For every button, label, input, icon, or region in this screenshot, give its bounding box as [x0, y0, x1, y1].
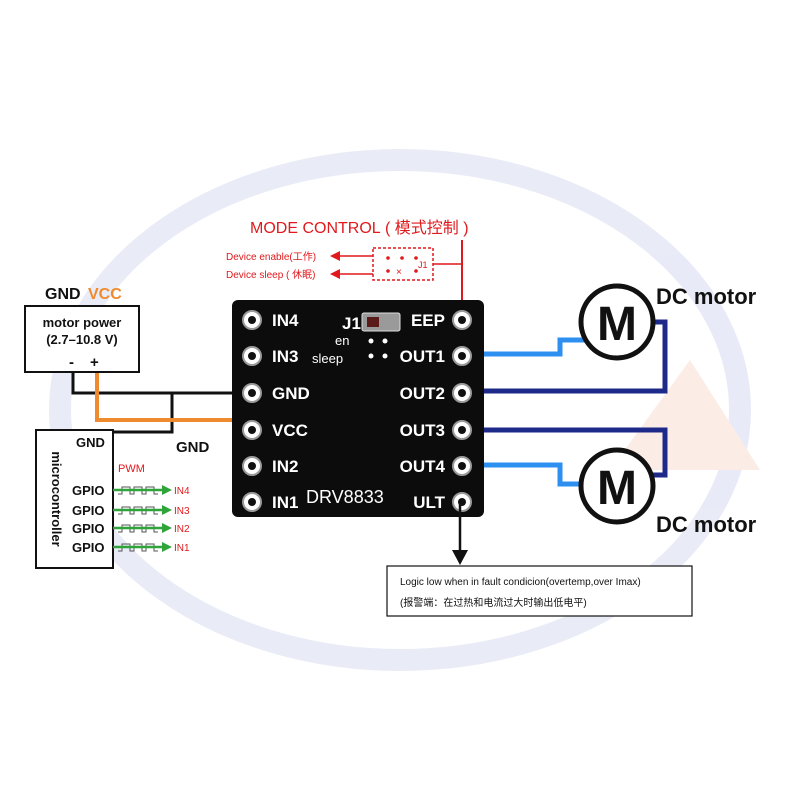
right-pin-out1-label: OUT1 [400, 347, 445, 366]
motor-1: M DC motor [578, 283, 757, 361]
mode-control: MODE CONTROL ( 模式控制 ) × J1 Device enable… [226, 219, 469, 312]
motor-power: GND VCC motor power (2.7–10.8 V) - + [24, 286, 140, 373]
signal-arrow-head [162, 523, 172, 533]
motor-power-box [24, 305, 140, 373]
board-name: DRV8833 [306, 487, 384, 507]
gpio-label: GPIO [72, 503, 105, 518]
gpio-label: GPIO [72, 483, 105, 498]
right-pin-out3-label: OUT3 [400, 421, 445, 440]
right-pin-eep-center [458, 316, 466, 324]
left-pin-vcc-center [248, 426, 256, 434]
fault-note-line2: (报警端：在过热和电流过大时输出低电平) [400, 596, 587, 609]
microcontroller-box [35, 429, 114, 569]
left-pin-gnd-center [248, 389, 256, 397]
pwm-waveform [118, 524, 158, 533]
right-pin-out4-label: OUT4 [400, 457, 446, 476]
motor-1-label: DC motor [656, 284, 757, 309]
gpio-label: GPIO [72, 521, 105, 536]
fault-note: Logic low when in fault condicion(overte… [386, 565, 693, 617]
pwm-label: PWM [118, 463, 145, 475]
right-pin-out2-center [458, 389, 466, 397]
signal-target-label: IN4 [174, 486, 190, 497]
power-wires [71, 372, 257, 434]
micro-gnd-label: GND [76, 435, 105, 450]
device-enable-label: Device enable(工作) [226, 251, 316, 263]
microcontroller-title: microcontroller [49, 451, 64, 546]
right-pin-out2-label: OUT2 [400, 384, 445, 403]
power-gnd-label: GND [45, 286, 81, 303]
motor-2-icon [578, 447, 656, 525]
right-pin-out3-center [458, 426, 466, 434]
motor-power-line1: motor power [43, 315, 122, 330]
fault-arrow [452, 500, 468, 565]
power-plus: + [90, 354, 99, 371]
mode-jumper-box [372, 247, 434, 281]
board-body [232, 300, 484, 517]
signal-arrow-head [162, 485, 172, 495]
motor-power-line2: (2.7–10.8 V) [46, 332, 118, 347]
motor-2: M DC motor [578, 447, 757, 537]
right-pin-eep-label: EEP [411, 311, 445, 330]
board-sleep-label: sleep [312, 351, 343, 366]
board-en-label: en [335, 333, 349, 348]
device-sleep-label: Device sleep ( 休眠) [226, 269, 315, 281]
right-pin-out1-center [458, 352, 466, 360]
motor-2-label: DC motor [656, 512, 757, 537]
gnd-wire-label: GND [176, 439, 210, 456]
signal-target-label: IN1 [174, 543, 190, 554]
left-pin-in4-label: IN4 [272, 311, 299, 330]
fault-note-box [386, 565, 693, 617]
left-pin-in2-center [248, 462, 256, 470]
fault-note-line1: Logic low when in fault condicion(overte… [400, 577, 641, 588]
power-minus: - [69, 354, 74, 371]
left-pin-in3-center [248, 352, 256, 360]
left-pin-in4-center [248, 316, 256, 324]
signal-arrow-head [162, 542, 172, 552]
signal-target-label: IN2 [174, 524, 190, 535]
pwm-waveform [118, 543, 158, 552]
signal-arrow-head [162, 505, 172, 515]
motor-2-glyph: M [597, 462, 637, 515]
pwm-waveform [118, 486, 158, 495]
left-pin-gnd-label: GND [272, 384, 310, 403]
mode-control-title: MODE CONTROL [250, 220, 381, 237]
left-pin-vcc-label: VCC [272, 421, 308, 440]
mode-control-title-cn: ( 模式控制 ) [385, 219, 469, 237]
right-pin-ult-label: ULT [413, 493, 445, 512]
gpio-label: GPIO [72, 540, 105, 555]
left-pin-in2-label: IN2 [272, 457, 298, 476]
board-jumper-label: J1 [342, 314, 361, 333]
motor-1-glyph: M [597, 298, 637, 351]
signal-target-label: IN3 [174, 506, 190, 517]
mode-jumper-label: J1 [418, 260, 428, 270]
watermark [49, 149, 760, 671]
svg-text:×: × [396, 267, 402, 278]
left-pin-in1-center [248, 498, 256, 506]
power-vcc-label: VCC [88, 286, 122, 303]
pwm-waveform [118, 506, 158, 515]
motor-1-icon [578, 283, 656, 361]
right-pin-out4-center [458, 462, 466, 470]
left-pin-in1-label: IN1 [272, 493, 298, 512]
left-pin-in3-label: IN3 [272, 347, 298, 366]
